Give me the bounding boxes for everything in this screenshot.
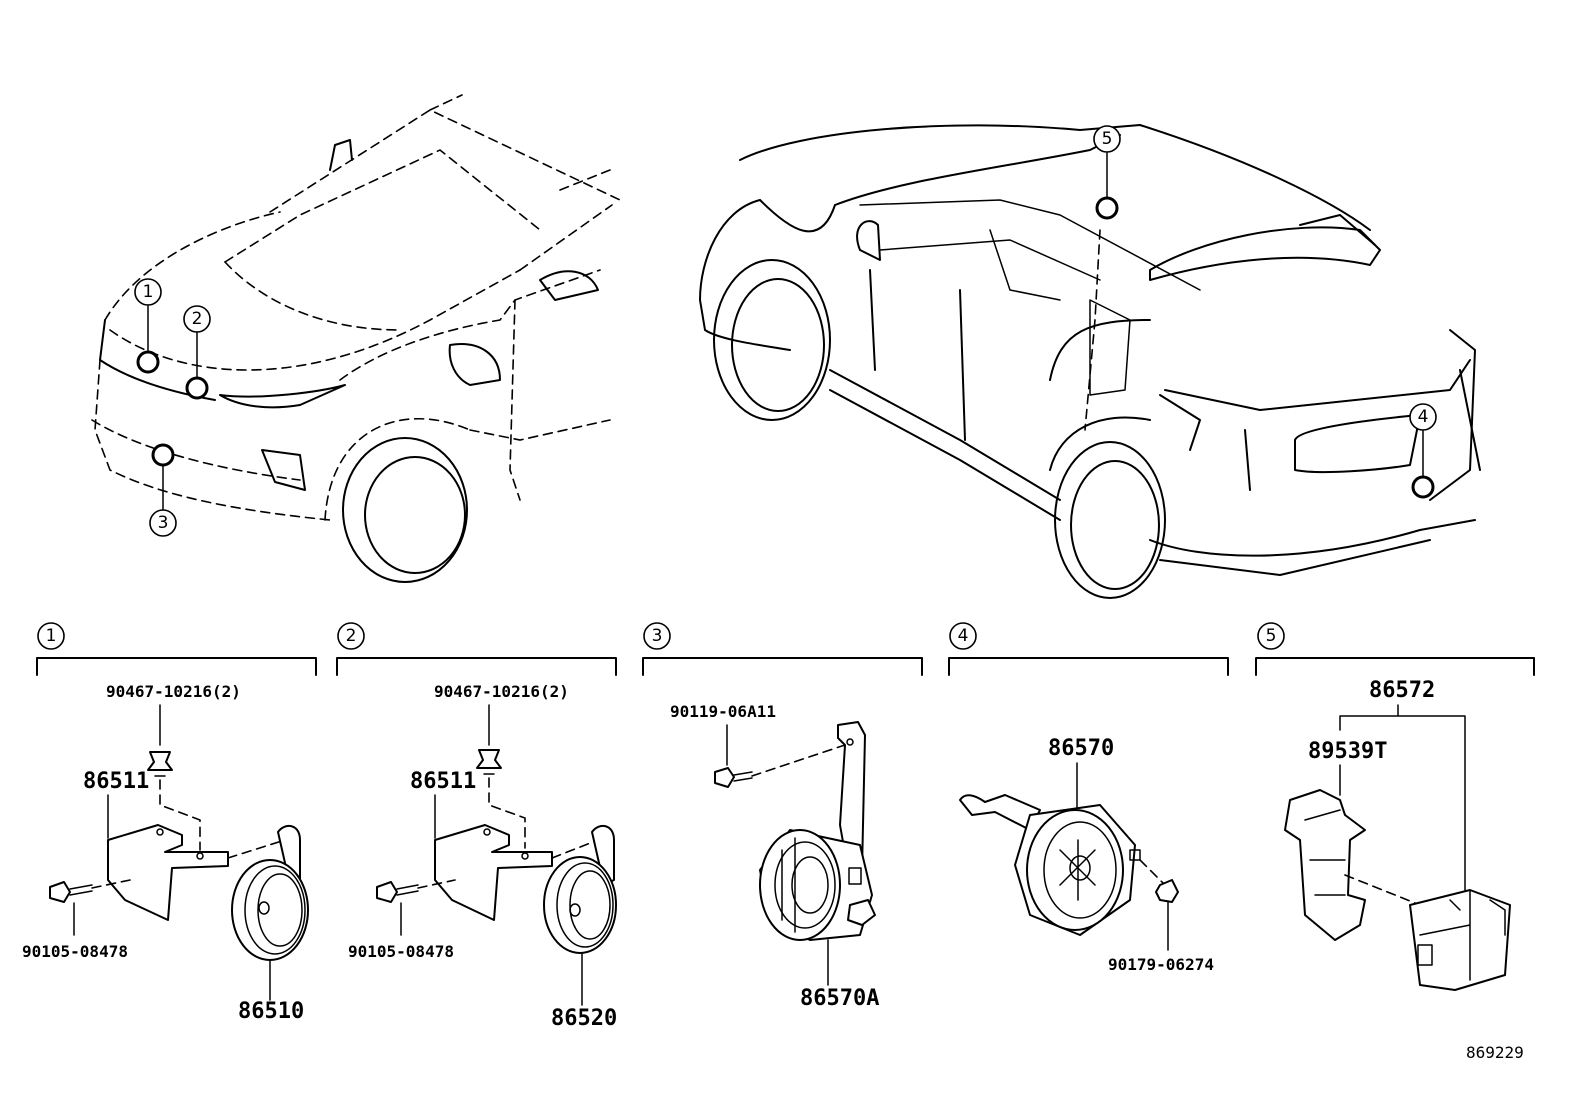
part-number-clip: 90467-10216(2)	[434, 682, 569, 701]
horn-icon	[231, 859, 309, 961]
section-number: 4	[958, 626, 969, 646]
callout-marker-3: 3	[149, 509, 177, 537]
speaker-icon	[759, 829, 841, 941]
part-number-assembly: 86572	[1369, 678, 1435, 703]
callout-marker-4: 4	[1409, 403, 1437, 431]
horn-icon	[543, 856, 617, 954]
section-header-1: 1	[36, 622, 317, 676]
location-ring-2	[185, 376, 209, 400]
part-number-bracket: 89539T	[1308, 739, 1387, 764]
part-number-speaker: 86570	[1048, 736, 1114, 761]
section-header-3: 3	[642, 622, 923, 676]
bolt-icon	[714, 767, 735, 788]
location-ring-4	[1411, 475, 1435, 499]
clip-fastener-icon	[476, 749, 502, 769]
part-number-speaker: 86570A	[800, 986, 879, 1011]
callout-marker-5: 5	[1093, 125, 1121, 153]
horn-bracket-icon	[434, 824, 553, 921]
section-number: 2	[346, 626, 357, 646]
location-ring-3	[151, 443, 175, 467]
section-2-parts: 90467-10216(2) 86511 90105-08478 86520	[348, 682, 617, 1031]
section-1-parts: 90467-10216(2) 86511 90105-08478 86510	[22, 682, 309, 1024]
part-number-horn: 86510	[238, 999, 304, 1024]
rear-vehicle-illustration	[699, 124, 1481, 599]
diagram-code: 869229	[1466, 1043, 1524, 1062]
module-bracket-icon	[1284, 789, 1366, 941]
section-number: 3	[652, 626, 663, 646]
section-headers: 1 2 3 4 5	[36, 622, 1535, 676]
front-vehicle-illustration	[91, 94, 621, 583]
location-ring-1	[136, 350, 160, 374]
part-number-bolt: 90105-08478	[22, 942, 128, 961]
part-number-clip: 90467-10216(2)	[106, 682, 241, 701]
rear-location-markers: 5 4	[1093, 125, 1437, 499]
section-header-5: 5	[1255, 622, 1535, 676]
callout-number: 5	[1102, 129, 1113, 149]
section-header-4: 4	[948, 622, 1229, 676]
section-3-parts: 90119-06A11 86570A	[670, 702, 879, 1011]
front-location-markers: 1 2 3	[134, 278, 211, 537]
clip-fastener-icon	[147, 751, 173, 771]
control-module-icon	[1409, 889, 1511, 991]
section-5-parts: 86572 89539T	[1284, 678, 1511, 991]
callout-number: 3	[158, 513, 169, 533]
section-number: 5	[1266, 626, 1277, 646]
part-number-nut: 90179-06274	[1108, 955, 1214, 974]
callout-number: 2	[192, 309, 203, 329]
section-4-parts: 86570 90179-06274	[959, 736, 1214, 974]
nut-icon	[1155, 879, 1179, 903]
part-number-bolt: 90105-08478	[348, 942, 454, 961]
bolt-icon	[49, 881, 71, 903]
speaker-bracket-icon	[959, 794, 1041, 831]
part-number-bracket: 86511	[83, 769, 149, 794]
section-number: 1	[46, 626, 57, 646]
part-number-horn: 86520	[551, 1006, 617, 1031]
section-header-2: 2	[336, 622, 617, 676]
callout-number: 1	[143, 282, 154, 302]
location-ring-5	[1095, 196, 1119, 220]
callout-marker-1: 1	[134, 278, 162, 306]
callout-number: 4	[1418, 407, 1429, 427]
horn-bracket-icon	[107, 824, 229, 921]
bolt-icon	[376, 881, 398, 903]
part-number-bolt: 90119-06A11	[670, 702, 776, 721]
callout-marker-2: 2	[183, 305, 211, 333]
part-number-bracket: 86511	[410, 769, 476, 794]
